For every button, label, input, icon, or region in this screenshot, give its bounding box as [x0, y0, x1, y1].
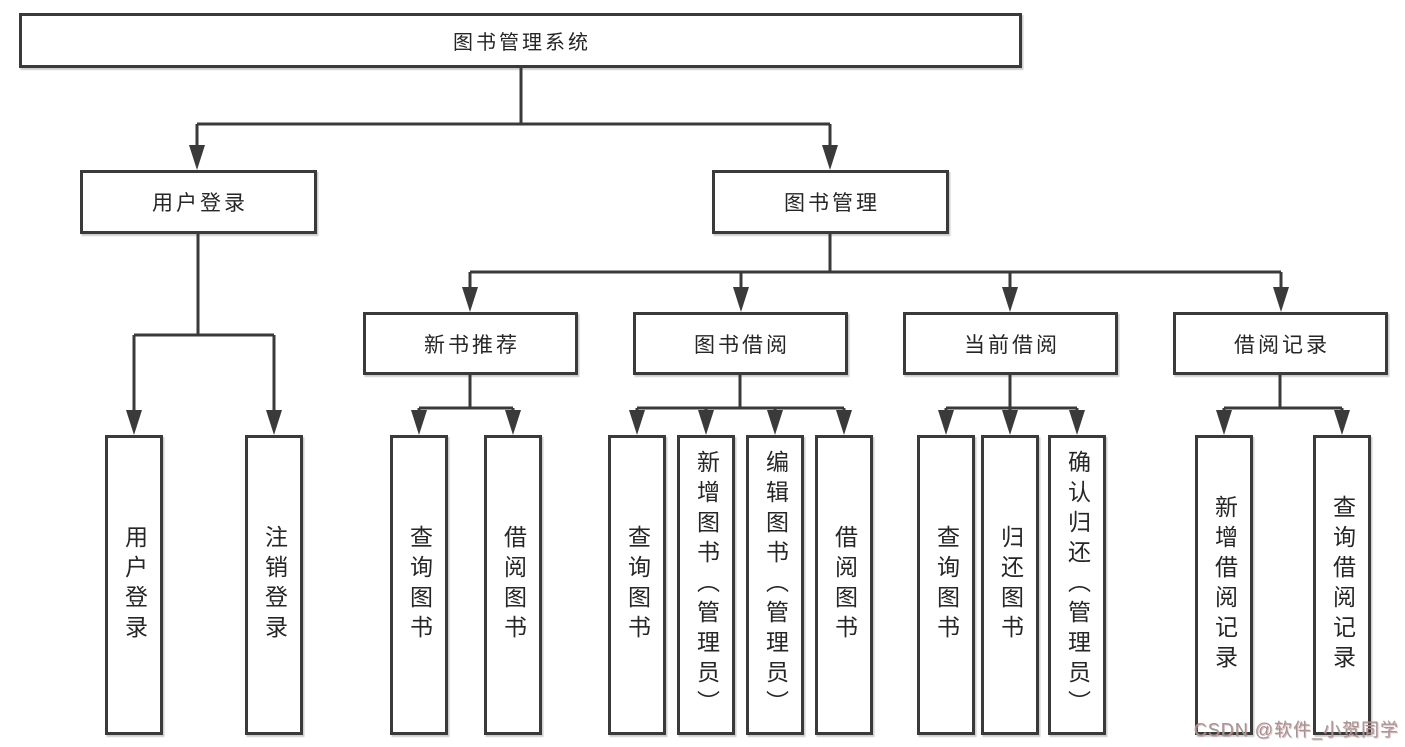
- node-user-login: 用户登录: [80, 170, 317, 234]
- node-label: 新增图书（管理员）: [693, 450, 720, 720]
- node-leaf-query-books-recommend: 查询图书: [390, 435, 448, 735]
- node-label: 编辑图书（管理员）: [762, 450, 789, 720]
- node-new-book-recommend: 新书推荐: [363, 312, 578, 375]
- node-label: 注销登录: [261, 525, 288, 645]
- node-label: 借阅图书: [831, 525, 858, 645]
- node-book-borrowing: 图书借阅: [633, 312, 848, 375]
- node-label: 归还图书: [997, 525, 1024, 645]
- node-leaf-edit-books-admin: 编辑图书（管理员）: [746, 435, 804, 735]
- node-label: 图书管理: [784, 192, 880, 215]
- node-book-management: 图书管理: [712, 170, 949, 234]
- node-leaf-add-books-admin: 新增图书（管理员）: [677, 435, 735, 735]
- node-leaf-query-books-borrowing: 查询图书: [608, 435, 666, 735]
- node-label: 查询图书: [933, 525, 960, 645]
- node-label: 图书借阅: [694, 333, 790, 357]
- node-leaf-add-borrow-record: 新增借阅记录: [1195, 435, 1253, 735]
- node-label: 借阅图书: [500, 525, 527, 645]
- node-library-management-system: 图书管理系统: [19, 13, 1022, 68]
- node-current-borrowing: 当前借阅: [903, 312, 1118, 375]
- node-label: 图书管理系统: [453, 32, 591, 54]
- node-label: 用户登录: [121, 525, 148, 645]
- node-label: 用户登录: [152, 192, 248, 215]
- node-leaf-query-books-current: 查询图书: [917, 435, 975, 735]
- node-leaf-return-books: 归还图书: [981, 435, 1039, 735]
- node-label: 查询借阅记录: [1329, 495, 1356, 675]
- node-borrow-records: 借阅记录: [1173, 312, 1388, 375]
- node-label: 查询图书: [406, 525, 433, 645]
- node-label: 确认归还（管理员）: [1064, 450, 1091, 720]
- node-leaf-borrow-books: 借阅图书: [815, 435, 873, 735]
- node-leaf-borrow-books-recommend: 借阅图书: [484, 435, 542, 735]
- node-label: 查询图书: [624, 525, 651, 645]
- node-label: 借阅记录: [1234, 333, 1330, 357]
- node-label: 新增借阅记录: [1211, 495, 1238, 675]
- node-label: 当前借阅: [964, 333, 1060, 357]
- node-leaf-query-borrow-record: 查询借阅记录: [1313, 435, 1371, 735]
- node-leaf-confirm-return-admin: 确认归还（管理员）: [1048, 435, 1106, 735]
- node-leaf-logout: 注销登录: [245, 435, 303, 735]
- node-leaf-user-login: 用户登录: [105, 435, 163, 735]
- csdn-watermark: CSDN @软件_小贺同学: [1193, 720, 1399, 740]
- node-label: 新书推荐: [424, 333, 520, 357]
